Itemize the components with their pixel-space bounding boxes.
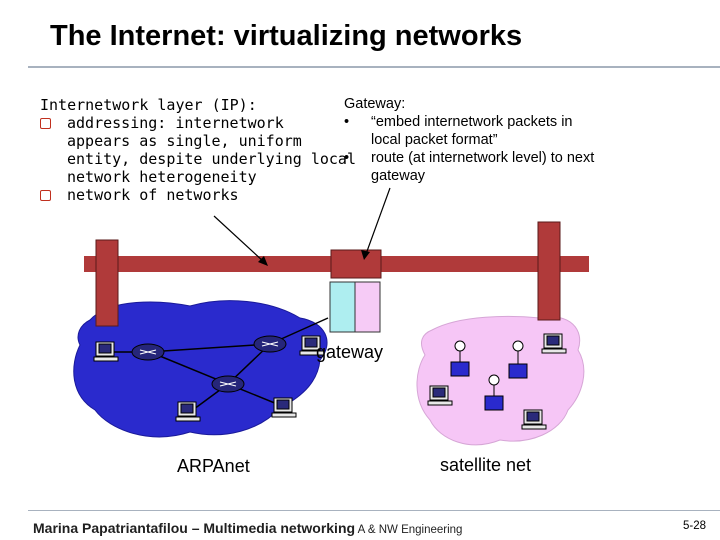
footer-author: Marina Papatriantafilou – Multimedia net… — [33, 520, 463, 536]
bullet-icon — [40, 118, 51, 129]
satellite-host-post — [537, 221, 561, 321]
gateway-bullet-1: • “embed internetwork packets in local p… — [344, 114, 573, 148]
gateway-section: Gateway: • “embed internetwork packets i… — [344, 95, 594, 185]
page-number: 5-28 — [682, 520, 706, 532]
internetwork-section: Internetwork layer (IP): addressing: int… — [40, 96, 356, 204]
arpanet-host-post — [95, 239, 119, 327]
bullet-dot: • — [344, 150, 350, 166]
page-title: The Internet: virtualizing networks — [50, 20, 523, 52]
footer-divider — [28, 510, 720, 511]
bullet-dot: • — [344, 114, 350, 130]
gateway-bullet-2: • route (at internetwork level) to next … — [344, 150, 595, 184]
computer-icon — [427, 333, 567, 430]
footer-dept: A & NW Engineering — [355, 524, 463, 536]
title-divider — [28, 66, 720, 68]
internetwork-bullet-1: addressing: internetwork appears as sing… — [40, 114, 356, 186]
gateway-right-half — [354, 281, 381, 333]
internetwork-bullet-2: network of networks — [40, 186, 356, 204]
gateway-left-half — [329, 281, 356, 333]
gateway-label: gateway — [316, 342, 384, 362]
router-icon — [131, 335, 287, 393]
bullet-icon — [40, 190, 51, 201]
gateway-heading: Gateway: — [344, 96, 406, 112]
arpanet-label: ARPAnet — [177, 456, 250, 476]
computer-icon — [93, 335, 325, 422]
satellite-net-label: satellite net — [440, 455, 532, 475]
gateway-router-top — [330, 249, 382, 279]
internetwork-heading: Internetwork layer (IP): — [40, 96, 257, 114]
satellite-dish-icon — [454, 340, 524, 386]
